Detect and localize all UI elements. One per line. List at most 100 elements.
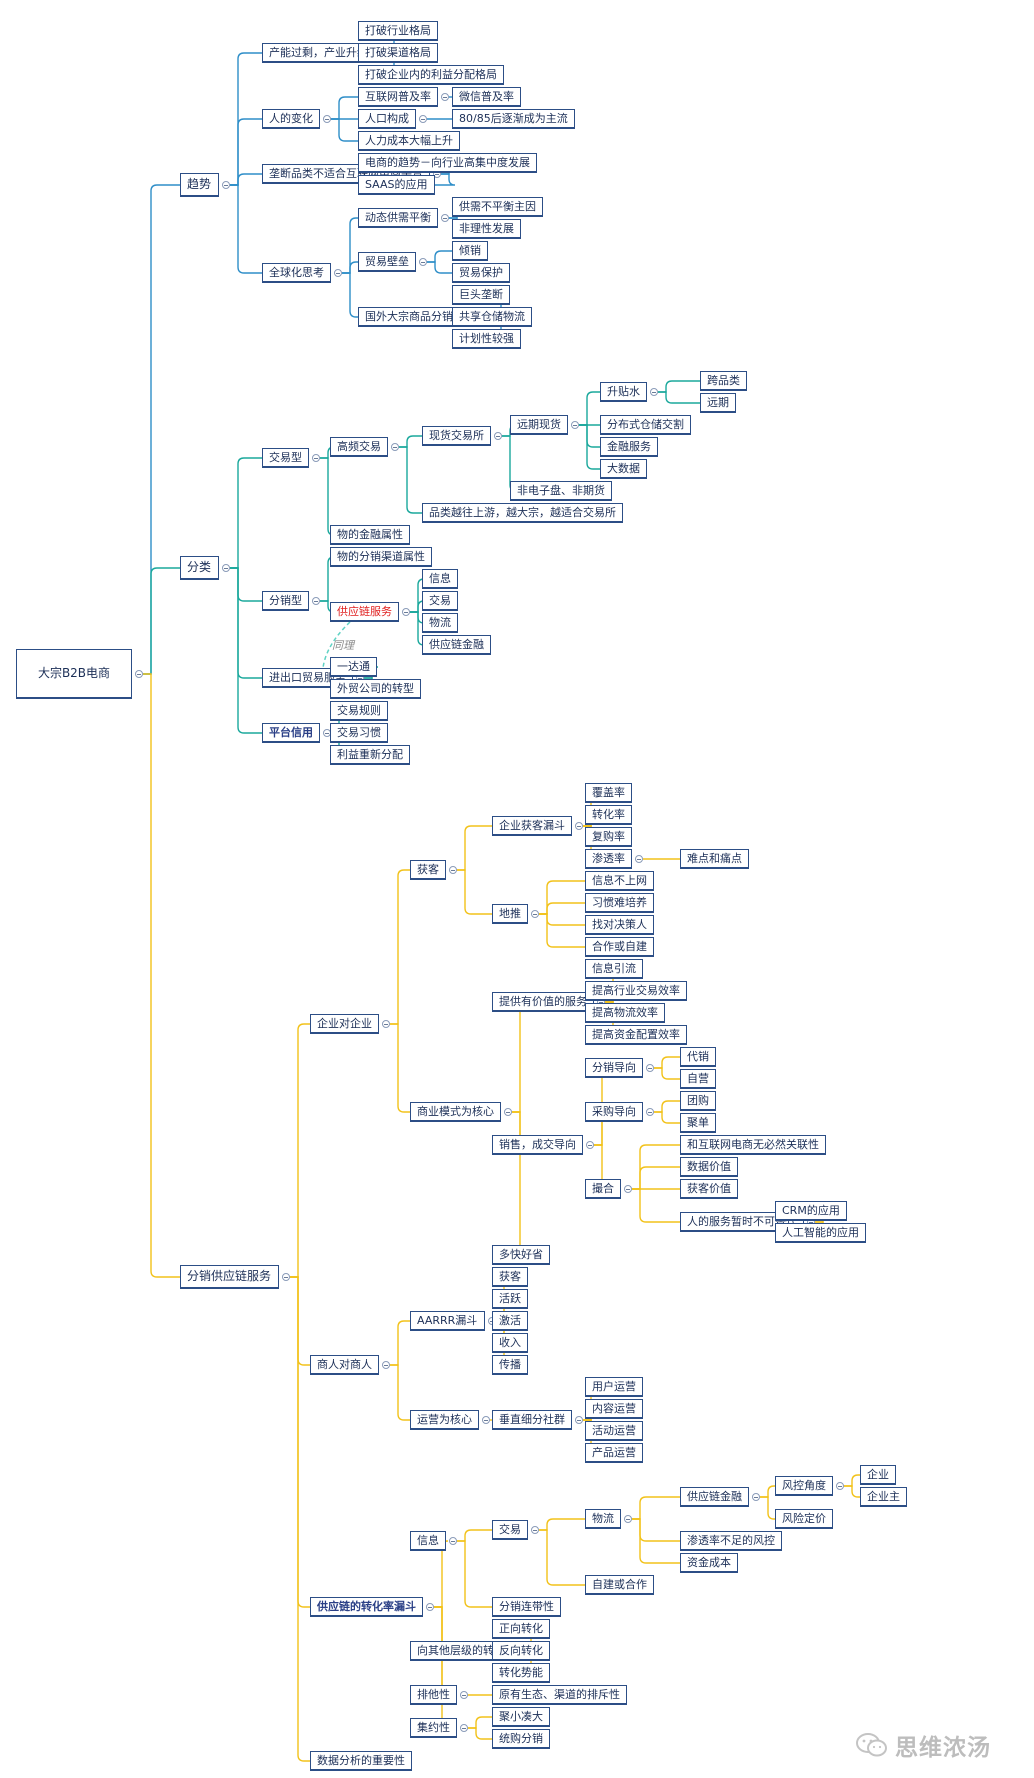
- collapse-toggle-icon[interactable]: [752, 1493, 760, 1501]
- collapse-toggle-icon[interactable]: [135, 670, 143, 678]
- node-80-85后逐渐成为主流[interactable]: 80/85后逐渐成为主流: [452, 109, 575, 129]
- node-供应链金融[interactable]: 供应链金融: [422, 635, 491, 655]
- collapse-toggle-icon[interactable]: [650, 388, 658, 396]
- node-打破企业内的利益分配格局[interactable]: 打破企业内的利益分配格局: [358, 65, 504, 85]
- node-聚单[interactable]: 聚单: [680, 1113, 716, 1133]
- node-内容运营[interactable]: 内容运营: [585, 1399, 643, 1419]
- node-商人对商人[interactable]: 商人对商人: [310, 1355, 379, 1375]
- node-供应链的转化率漏斗[interactable]: 供应链的转化率漏斗: [310, 1597, 423, 1617]
- collapse-toggle-icon[interactable]: [575, 822, 583, 830]
- collapse-toggle-icon[interactable]: [449, 1537, 457, 1545]
- node-难点和痛点[interactable]: 难点和痛点: [680, 849, 749, 869]
- node-资金成本[interactable]: 资金成本: [680, 1553, 738, 1573]
- node-远期[interactable]: 远期: [700, 393, 736, 413]
- node-信息[interactable]: 信息: [422, 569, 458, 589]
- collapse-toggle-icon[interactable]: [586, 1141, 594, 1149]
- node-企业对企业[interactable]: 企业对企业: [310, 1014, 379, 1034]
- collapse-toggle-icon[interactable]: [531, 1526, 539, 1534]
- node-活跃[interactable]: 活跃: [492, 1289, 528, 1309]
- collapse-toggle-icon[interactable]: [441, 93, 449, 101]
- node-微信普及率[interactable]: 微信普及率: [452, 87, 521, 107]
- node-CRM的应用[interactable]: CRM的应用: [775, 1201, 847, 1221]
- collapse-toggle-icon[interactable]: [494, 432, 502, 440]
- node-获客[interactable]: 获客: [410, 860, 446, 880]
- node-现货交易所[interactable]: 现货交易所: [422, 426, 491, 446]
- node-原有生态-渠道的排斥性[interactable]: 原有生态、渠道的排斥性: [492, 1685, 627, 1705]
- node-数据分析的重要性[interactable]: 数据分析的重要性: [310, 1751, 412, 1771]
- node-利益重新分配[interactable]: 利益重新分配: [330, 745, 410, 765]
- collapse-toggle-icon[interactable]: [504, 1108, 512, 1116]
- node-激活[interactable]: 激活: [492, 1311, 528, 1331]
- collapse-toggle-icon[interactable]: [334, 269, 342, 277]
- node-分销连带性[interactable]: 分销连带性: [492, 1597, 561, 1617]
- node-跨品类[interactable]: 跨品类: [700, 371, 747, 391]
- node-计划性较强[interactable]: 计划性较强: [452, 329, 521, 349]
- node-获客[interactable]: 获客: [492, 1267, 528, 1287]
- collapse-toggle-icon[interactable]: [531, 910, 539, 918]
- node-分类[interactable]: 分类: [180, 556, 219, 580]
- node-非理性发展[interactable]: 非理性发展: [452, 219, 521, 239]
- node-共享仓储物流[interactable]: 共享仓储物流: [452, 307, 532, 327]
- node-和互联网电商无必然关联性[interactable]: 和互联网电商无必然关联性: [680, 1135, 826, 1155]
- node-平台信用[interactable]: 平台信用: [262, 723, 320, 743]
- node-风险定价[interactable]: 风险定价: [775, 1509, 833, 1529]
- node-企业[interactable]: 企业: [860, 1465, 896, 1485]
- collapse-toggle-icon[interactable]: [222, 181, 230, 189]
- node-撮合[interactable]: 撮合: [585, 1179, 621, 1199]
- collapse-toggle-icon[interactable]: [402, 608, 410, 616]
- node-信息引流[interactable]: 信息引流: [585, 959, 643, 979]
- node-集约性[interactable]: 集约性: [410, 1718, 457, 1738]
- collapse-toggle-icon[interactable]: [419, 258, 427, 266]
- node-一达通[interactable]: 一达通: [330, 657, 377, 677]
- node-习惯难培养[interactable]: 习惯难培养: [585, 893, 654, 913]
- node-远期现货[interactable]: 远期现货: [510, 415, 568, 435]
- node-外贸公司的转型[interactable]: 外贸公司的转型: [330, 679, 421, 699]
- node-企业获客漏斗[interactable]: 企业获客漏斗: [492, 816, 572, 836]
- node-提高物流效率[interactable]: 提高物流效率: [585, 1003, 665, 1023]
- node-供需不平衡主因[interactable]: 供需不平衡主因: [452, 197, 543, 217]
- collapse-toggle-icon[interactable]: [382, 1361, 390, 1369]
- node-信息[interactable]: 信息: [410, 1531, 446, 1551]
- node-复购率[interactable]: 复购率: [585, 827, 632, 847]
- collapse-toggle-icon[interactable]: [426, 1603, 434, 1611]
- node-风控角度[interactable]: 风控角度: [775, 1476, 833, 1496]
- node-合作或自建[interactable]: 合作或自建: [585, 937, 654, 957]
- node-覆盖率[interactable]: 覆盖率: [585, 783, 632, 803]
- node-全球化思考[interactable]: 全球化思考: [262, 263, 331, 283]
- node-交易习惯[interactable]: 交易习惯: [330, 723, 388, 743]
- collapse-toggle-icon[interactable]: [571, 421, 579, 429]
- node-人口构成[interactable]: 人口构成: [358, 109, 416, 129]
- node-SAAS的应用[interactable]: SAAS的应用: [358, 175, 435, 195]
- node-转化率[interactable]: 转化率: [585, 805, 632, 825]
- node-打破渠道格局[interactable]: 打破渠道格局: [358, 43, 438, 63]
- node-人工智能的应用[interactable]: 人工智能的应用: [775, 1223, 866, 1243]
- collapse-toggle-icon[interactable]: [222, 564, 230, 572]
- node-分销型[interactable]: 分销型: [262, 591, 309, 611]
- node-国外大宗商品分销格局[interactable]: 国外大宗商品分销格局: [358, 307, 482, 327]
- node-供应链金融[interactable]: 供应链金融: [680, 1487, 749, 1507]
- node-人的变化[interactable]: 人的变化: [262, 109, 320, 129]
- node-自营[interactable]: 自营: [680, 1069, 716, 1089]
- node-交易规则[interactable]: 交易规则: [330, 701, 388, 721]
- node-运营为核心[interactable]: 运营为核心: [410, 1410, 479, 1430]
- node-互联网普及率[interactable]: 互联网普及率: [358, 87, 438, 107]
- node-向其他层级的转化[interactable]: 向其他层级的转化: [410, 1641, 512, 1661]
- node-地推[interactable]: 地推: [492, 904, 528, 924]
- node-企业主[interactable]: 企业主: [860, 1487, 907, 1507]
- collapse-toggle-icon[interactable]: [836, 1482, 844, 1490]
- node-金融服务[interactable]: 金融服务: [600, 437, 658, 457]
- node-统购分销[interactable]: 统购分销: [492, 1729, 550, 1749]
- node-销售-成交导向[interactable]: 销售，成交导向: [492, 1135, 583, 1155]
- collapse-toggle-icon[interactable]: [312, 597, 320, 605]
- node-垂直细分社群[interactable]: 垂直细分社群: [492, 1410, 572, 1430]
- node-找对决策人[interactable]: 找对决策人: [585, 915, 654, 935]
- collapse-toggle-icon[interactable]: [575, 1416, 583, 1424]
- node-电商的趋势-向行业高集中度发展[interactable]: 电商的趋势－向行业高集中度发展: [358, 153, 537, 173]
- node-传播[interactable]: 传播: [492, 1355, 528, 1375]
- node-排他性[interactable]: 排他性: [410, 1685, 457, 1705]
- node-非电子盘-非期货[interactable]: 非电子盘、非期货: [510, 481, 612, 501]
- node-收入[interactable]: 收入: [492, 1333, 528, 1353]
- node-产能过剩-产业升级[interactable]: 产能过剩，产业升级: [262, 43, 375, 63]
- node-渗透率不足的风控[interactable]: 渗透率不足的风控: [680, 1531, 782, 1551]
- node-采购导向[interactable]: 采购导向: [585, 1102, 643, 1122]
